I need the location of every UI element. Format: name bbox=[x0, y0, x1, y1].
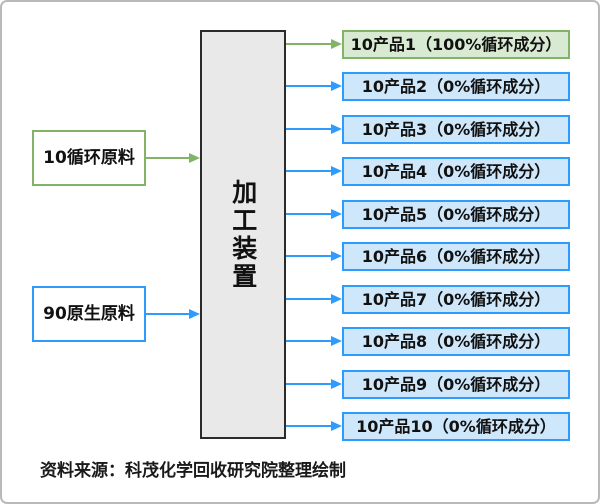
arrow-head-icon bbox=[331, 379, 342, 389]
input-label: 10循环原料 bbox=[43, 147, 135, 168]
output-box-product-3: 10产品3（0%循环成分） bbox=[342, 115, 570, 144]
flow-arrow-output-2 bbox=[286, 81, 342, 91]
arrow-shaft bbox=[146, 313, 191, 315]
flow-arrow-output-9 bbox=[286, 379, 342, 389]
arrow-shaft bbox=[286, 128, 333, 130]
arrow-shaft bbox=[286, 43, 333, 45]
arrow-head-icon bbox=[331, 166, 342, 176]
arrow-head-icon bbox=[331, 81, 342, 91]
output-label: 10产品9（0%循环成分） bbox=[361, 374, 551, 394]
processor-box: 加工装置 bbox=[200, 30, 286, 439]
output-box-product-8: 10产品8（0%循环成分） bbox=[342, 327, 570, 356]
arrow-head-icon bbox=[331, 251, 342, 261]
output-label: 10产品5（0%循环成分） bbox=[361, 204, 551, 224]
output-box-product-4: 10产品4（0%循环成分） bbox=[342, 157, 570, 186]
arrow-head-icon bbox=[189, 153, 200, 163]
input-box-recycled-feedstock: 10循环原料 bbox=[32, 130, 146, 186]
input-label: 90原生原料 bbox=[43, 303, 135, 324]
arrow-shaft bbox=[286, 298, 333, 300]
flow-arrow-output-6 bbox=[286, 251, 342, 261]
output-label: 10产品7（0%循环成分） bbox=[361, 289, 551, 309]
arrow-head-icon bbox=[331, 39, 342, 49]
output-label: 10产品1（100%循环成分） bbox=[350, 34, 562, 54]
flow-arrow-output-10 bbox=[286, 421, 342, 431]
arrow-head-icon bbox=[331, 336, 342, 346]
output-label: 10产品2（0%循环成分） bbox=[361, 76, 551, 96]
arrow-shaft bbox=[286, 85, 333, 87]
flow-arrow-output-5 bbox=[286, 209, 342, 219]
arrow-head-icon bbox=[189, 309, 200, 319]
flow-arrow-output-4 bbox=[286, 166, 342, 176]
output-box-product-7: 10产品7（0%循环成分） bbox=[342, 285, 570, 314]
processor-label: 加工装置 bbox=[228, 178, 258, 291]
output-box-product-2: 10产品2（0%循环成分） bbox=[342, 72, 570, 101]
arrow-head-icon bbox=[331, 124, 342, 134]
arrow-shaft bbox=[286, 255, 333, 257]
flow-arrow-output-8 bbox=[286, 336, 342, 346]
output-box-product-6: 10产品6（0%循环成分） bbox=[342, 242, 570, 271]
output-label: 10产品3（0%循环成分） bbox=[361, 119, 551, 139]
output-box-product-9: 10产品9（0%循环成分） bbox=[342, 370, 570, 399]
arrow-shaft bbox=[286, 170, 333, 172]
flow-arrow-input-recycled bbox=[146, 153, 200, 163]
arrow-shaft bbox=[286, 213, 333, 215]
arrow-shaft bbox=[286, 383, 333, 385]
arrow-head-icon bbox=[331, 421, 342, 431]
arrow-head-icon bbox=[331, 294, 342, 304]
flow-arrow-output-7 bbox=[286, 294, 342, 304]
source-note: 资料来源：科茂化学回收研究院整理绘制 bbox=[40, 461, 346, 481]
output-label: 10产品6（0%循环成分） bbox=[361, 246, 551, 266]
input-box-virgin-feedstock: 90原生原料 bbox=[32, 286, 146, 342]
output-label: 10产品10（0%循环成分） bbox=[356, 416, 556, 436]
arrow-head-icon bbox=[331, 209, 342, 219]
flow-arrow-output-3 bbox=[286, 124, 342, 134]
arrow-shaft bbox=[286, 425, 333, 427]
flow-arrow-output-1 bbox=[286, 39, 342, 49]
arrow-shaft bbox=[146, 157, 191, 159]
flow-arrow-input-virgin bbox=[146, 309, 200, 319]
output-box-product-1: 10产品1（100%循环成分） bbox=[342, 30, 570, 59]
output-box-product-5: 10产品5（0%循环成分） bbox=[342, 200, 570, 229]
output-label: 10产品4（0%循环成分） bbox=[361, 161, 551, 181]
arrow-shaft bbox=[286, 340, 333, 342]
output-label: 10产品8（0%循环成分） bbox=[361, 331, 551, 351]
output-box-product-10: 10产品10（0%循环成分） bbox=[342, 412, 570, 441]
